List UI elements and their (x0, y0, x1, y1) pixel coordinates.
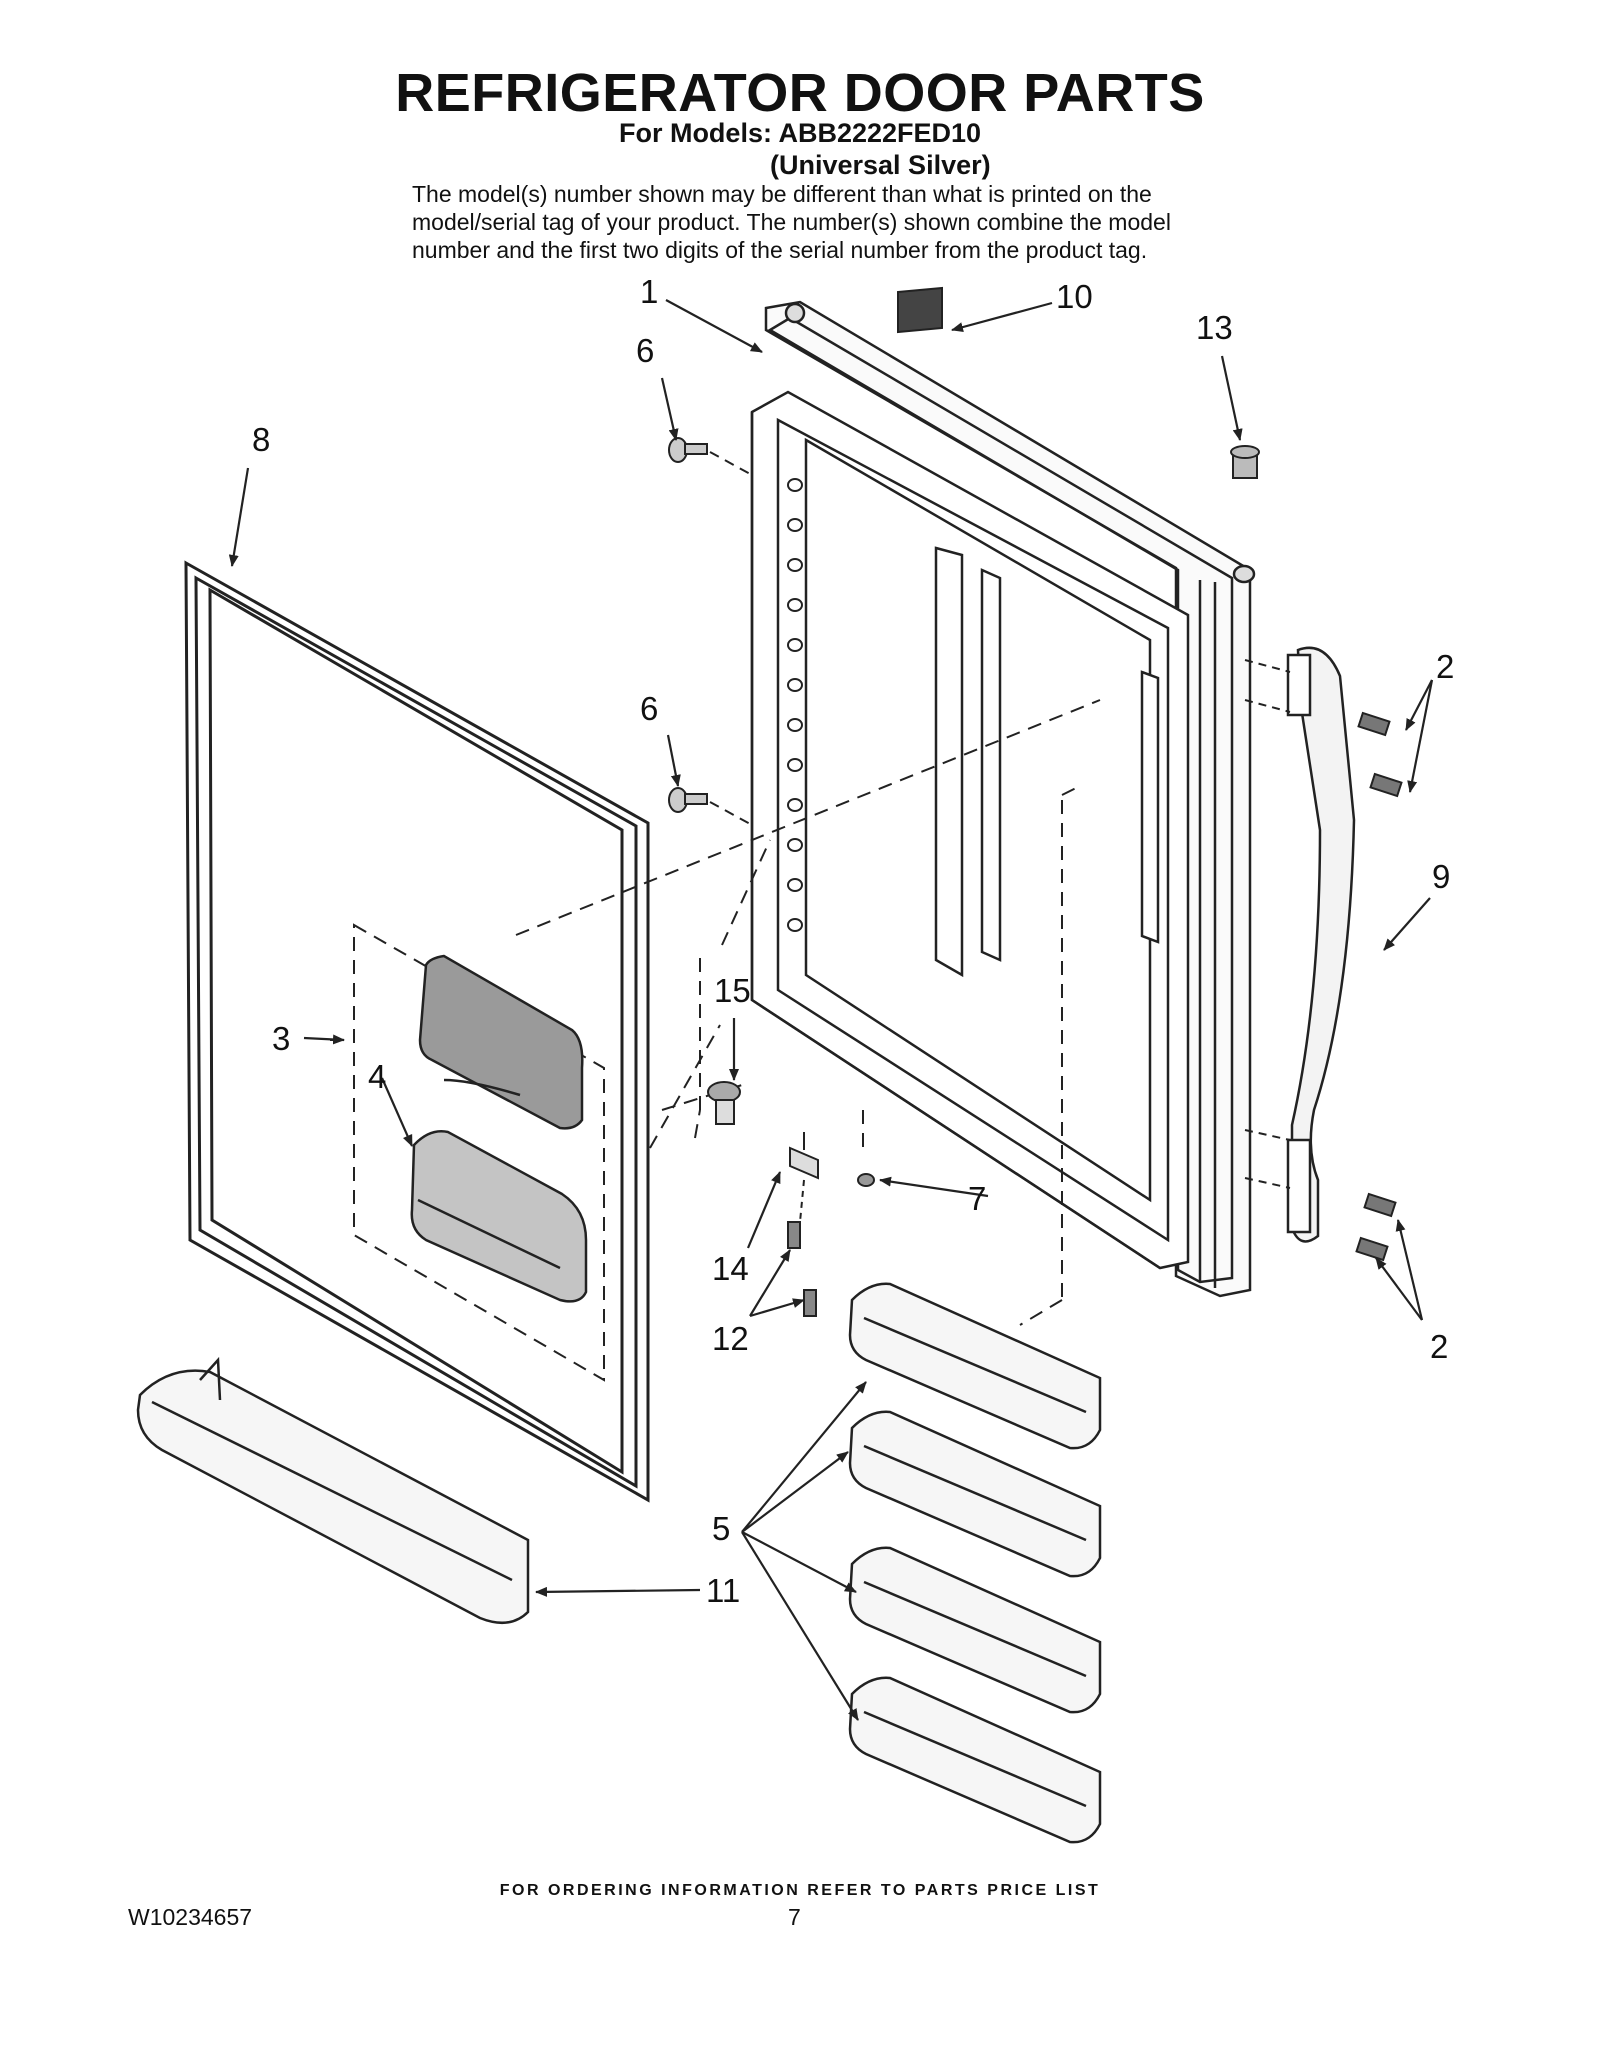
door-shelf-bin (848, 1546, 1102, 1714)
ordering-note: FOR ORDERING INFORMATION REFER TO PARTS … (499, 1882, 1101, 1899)
disclaimer-line: The model(s) number shown may be differe… (412, 181, 1152, 207)
model-disclaimer: The model(s) number shown may be differe… (412, 180, 1292, 264)
callout-4: 4 (368, 1058, 386, 1095)
callout-2: 2 (1436, 648, 1454, 685)
callout-5: 5 (712, 1510, 730, 1547)
disclaimer-line: model/serial tag of your product. The nu… (412, 209, 1171, 235)
callout-6: 6 (636, 332, 654, 369)
models-line: For Models: ABB2222FED10 (618, 118, 982, 148)
door-shelf-bin (848, 1282, 1102, 1450)
door-label-part (897, 286, 943, 334)
dispenser-cover-part (418, 954, 584, 1130)
callout-7: 7 (968, 1180, 986, 1217)
color-line: (Universal Silver) (770, 150, 991, 180)
callout-10: 10 (1056, 278, 1093, 315)
callout-13: 13 (1196, 309, 1233, 346)
callout-6: 6 (640, 690, 658, 727)
callout-8: 8 (252, 421, 270, 458)
leader-lines (228, 299, 1434, 1721)
callout-14: 14 (712, 1250, 749, 1287)
callout-15: 15 (714, 972, 751, 1009)
disclaimer-line: number and the first two digits of the s… (412, 237, 1148, 263)
callout-12: 12 (712, 1320, 749, 1357)
door-liner-gasket (750, 390, 1190, 1270)
door-shelf-bin (848, 1410, 1102, 1578)
bracket-screws (787, 1221, 817, 1317)
page-title: REFRIGERATOR DOOR PARTS (395, 63, 1205, 123)
hinge-plug-part (1230, 445, 1260, 479)
door-shelf-bins (848, 1282, 1102, 1844)
callout-3: 3 (272, 1020, 290, 1057)
liner-screws (668, 437, 753, 826)
cam-bushing-part (707, 1081, 741, 1125)
stop-bracket-part (789, 1132, 819, 1223)
document-number: W10234657 (128, 1904, 253, 1930)
small-plug-part (857, 1173, 875, 1187)
handle-screws (1244, 659, 1403, 1262)
door-shelf-bin (848, 1676, 1102, 1844)
door-handle-part (1286, 646, 1356, 1243)
page-number: 7 (788, 1904, 801, 1930)
callout-11: 11 (706, 1572, 740, 1609)
callout-2: 2 (1430, 1328, 1448, 1365)
gasket-clips (787, 478, 803, 932)
dispenser-tray-part (410, 1130, 588, 1303)
callout-9: 9 (1432, 858, 1450, 895)
inner-door-liner (184, 560, 650, 1503)
callout-1: 1 (640, 273, 658, 310)
bottom-door-bin (136, 1356, 530, 1625)
